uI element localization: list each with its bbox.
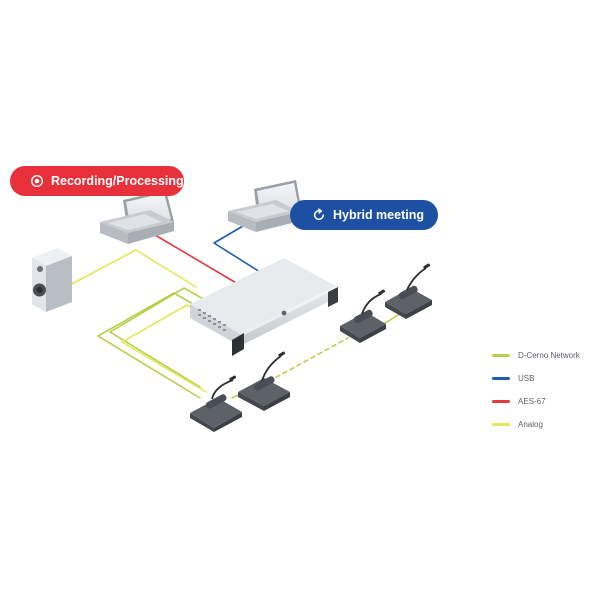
legend-label: USB [518,374,535,383]
legend-item-dcerno: D-Cerno Network [492,344,580,367]
laptop-hybrid [228,180,302,232]
hybrid-meeting-text: Hybrid meeting [333,208,424,222]
conference-unit-3 [340,289,386,343]
legend-label: D-Cerno Network [518,351,580,360]
dcerno-chain-dashed [261,337,349,386]
legend-label: Analog [518,420,543,429]
recording-processing-label: Recording/Processing [10,166,184,196]
aes67-cable [149,231,239,285]
legend: D-Cerno Network USB AES-67 Analog [492,344,580,436]
analog-cable-speaker [65,249,197,288]
dcerno-cable-inner [109,287,206,388]
legend-swatch [492,377,510,380]
speaker [32,248,72,312]
refresh-icon [312,208,326,222]
laptop-recording [100,190,174,244]
legend-swatch [492,423,510,426]
hybrid-meeting-label: Hybrid meeting [290,200,438,230]
legend-item-usb: USB [492,367,580,390]
usb-cable [213,225,261,273]
legend-label: AES-67 [518,397,546,406]
conference-unit-4 [385,263,432,319]
legend-swatch [492,354,510,357]
legend-item-aes67: AES-67 [492,390,580,413]
central-unit [190,258,338,356]
legend-item-analog: Analog [492,413,580,436]
record-icon [30,174,44,188]
conference-unit-2 [238,351,290,411]
dcerno-chain-right [384,314,399,324]
conference-unit-1 [190,375,242,432]
dcerno-cable-outer [97,292,201,399]
recording-processing-text: Recording/Processing [51,174,184,188]
legend-swatch [492,400,510,403]
